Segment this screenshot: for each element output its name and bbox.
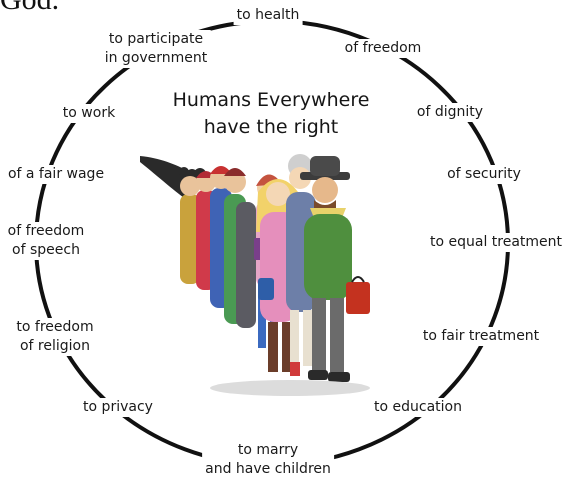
back-people <box>180 166 256 328</box>
right-dignity: of dignity <box>413 103 487 122</box>
right-marry-line2: and have children <box>205 461 331 477</box>
right-religion-line1: to freedom <box>16 319 94 335</box>
right-marry: to marry and have children <box>202 441 334 479</box>
center-title-line1: Humans Everywhere <box>172 89 370 111</box>
right-education: to education <box>371 398 465 417</box>
right-health: to health <box>233 6 303 25</box>
right-marry-line1: to marry <box>237 442 299 458</box>
right-religion: to freedom of religion <box>13 318 97 356</box>
right-privacy: to privacy <box>80 398 156 417</box>
right-speech-line2: of speech <box>12 242 80 258</box>
ground-shadow <box>210 380 370 396</box>
right-speech: of freedom of speech <box>4 222 88 260</box>
right-religion-line2: of religion <box>19 338 90 354</box>
center-title-line2: have the right <box>203 116 339 138</box>
distant-queue <box>140 156 206 202</box>
right-security: of security <box>444 165 524 184</box>
right-freedom: of freedom <box>341 39 425 58</box>
right-work: to work <box>59 104 119 123</box>
center-title: Humans Everywhere have the right <box>173 87 370 141</box>
right-participate: to participate in government <box>101 30 211 68</box>
queue-of-people-illustration <box>140 154 370 396</box>
right-participate-line1: to participate <box>108 31 204 47</box>
man-green-sweater <box>300 156 370 382</box>
right-fair-wage: of a fair wage <box>4 165 108 184</box>
right-participate-line2: in government <box>104 50 208 66</box>
right-equal-treatment: to equal treatment <box>426 233 565 252</box>
right-fair-treatment: to fair treatment <box>419 327 543 346</box>
right-speech-line1: of freedom <box>7 223 85 239</box>
header-fragment: God. <box>0 0 59 17</box>
